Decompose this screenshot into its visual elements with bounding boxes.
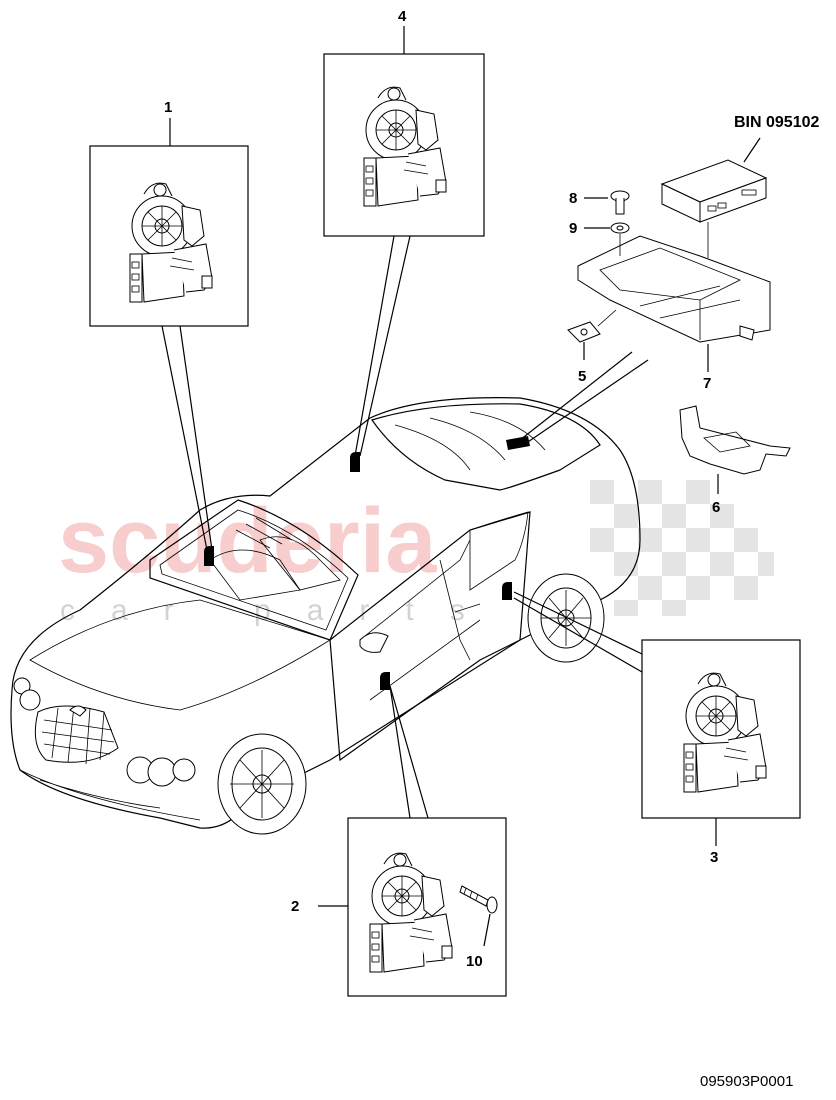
detail-box-3: 3	[513, 591, 801, 866]
mounting-bracket-icon: 7	[577, 222, 771, 392]
callout-8: 8	[569, 190, 577, 207]
leader-control-unit	[519, 351, 633, 441]
callout-5: 5	[578, 368, 586, 385]
watermark-subline: car parts	[60, 594, 501, 627]
car-illustration	[10, 397, 641, 835]
washer-icon	[610, 222, 630, 234]
callout-9: 9	[569, 220, 577, 237]
control-unit-icon: BIN 095102	[660, 114, 819, 223]
callout-10: 10	[466, 953, 483, 970]
callout-3: 3	[710, 849, 718, 866]
clip-icon: 5	[567, 309, 617, 385]
marker-control-unit	[506, 436, 530, 450]
marker-1	[204, 546, 214, 566]
detail-box-4: 4	[323, 8, 485, 457]
screw-8-group: 8	[569, 190, 630, 215]
detail-box-1: 1	[89, 99, 249, 551]
watermark-brand: scuderia	[58, 490, 437, 592]
bin-label: BIN 095102	[734, 114, 819, 131]
screw-icon	[610, 190, 630, 215]
marker-2	[380, 672, 390, 690]
screw-icon	[459, 885, 498, 914]
detail-box-2: 2 10	[291, 685, 507, 997]
checkered-flag-icon	[590, 480, 774, 616]
marker-4	[350, 452, 360, 472]
callout-6: 6	[712, 499, 720, 516]
callout-7: 7	[703, 375, 711, 392]
washer-9-group: 9	[569, 220, 630, 256]
leader-control-unit-2	[521, 359, 649, 447]
callout-4: 4	[398, 8, 407, 25]
callout-1: 1	[164, 99, 172, 116]
marker-3	[502, 582, 512, 600]
watermark: scuderia car parts	[58, 480, 774, 627]
mounting-bracket-icon: 6	[679, 405, 791, 516]
document-number: 095903P0001	[700, 1073, 793, 1090]
location-markers	[204, 436, 530, 690]
callout-2: 2	[291, 898, 299, 915]
